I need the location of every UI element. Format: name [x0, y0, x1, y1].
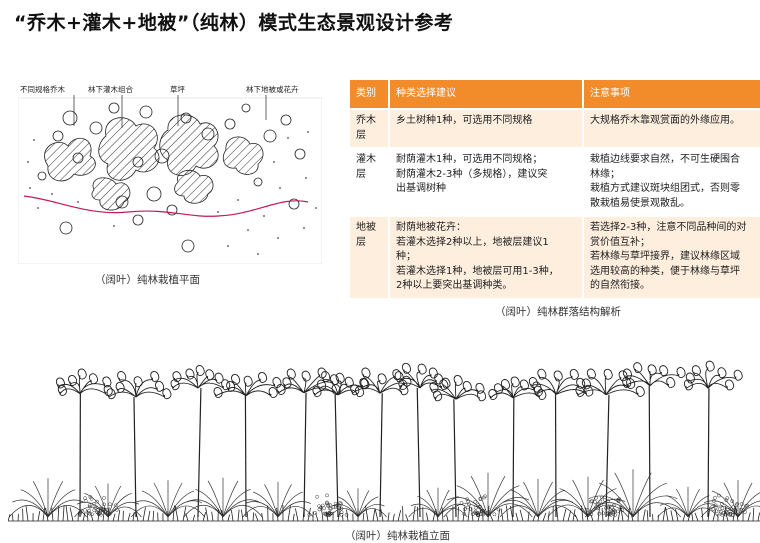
- planting-plan-diagram: 不同规格乔木 林下灌木组合 草坪 林下地被或花卉: [18, 78, 322, 264]
- tree-trunk: [380, 393, 382, 517]
- notes-text: 的自然衔接。: [590, 279, 760, 294]
- plan-caption: （阔叶）纯林栽植平面: [95, 272, 200, 287]
- tree-trunk: [417, 388, 420, 517]
- tree-trunk: [134, 397, 136, 517]
- tree-canopy: [576, 369, 644, 396]
- species-text: 耐荫灌木1种，可选用不同规格；: [396, 153, 576, 168]
- shrub: [75, 484, 142, 518]
- flower-dot: [325, 494, 328, 497]
- species-text: 种；: [396, 250, 576, 265]
- flower-dot: [725, 499, 728, 502]
- species-text: 若灌木选择1种，地被层可用1-3种，: [396, 265, 576, 280]
- notes-text: 大规格乔木靠观赏面的外缘应用。: [590, 114, 760, 129]
- tree-trunk: [454, 399, 456, 517]
- species-text: 乡土树种1种，可选用不同规格: [396, 114, 576, 129]
- notes-text: 林缘；: [590, 168, 760, 183]
- tree-canopy: [171, 366, 230, 390]
- header-category: 类别: [350, 80, 389, 109]
- tree-trunk: [245, 396, 246, 517]
- flower-dot: [108, 503, 111, 506]
- tree-trunk: [513, 398, 514, 517]
- notes-text: 若选择2-3种，注意不同品种间的对: [590, 221, 760, 236]
- flower-dot: [726, 497, 729, 500]
- planting-elevation-drawing: [8, 355, 760, 527]
- shrub: [184, 478, 262, 517]
- plan-label-shrubs: 林下灌木组合: [88, 84, 133, 94]
- flower-dot: [474, 500, 477, 503]
- notes-text: 若林缘与草坪接界，建议林缘区域: [590, 250, 760, 265]
- species-text: 出基调树种: [396, 182, 576, 197]
- flower-dot: [466, 506, 469, 509]
- layer-label: 灌木层: [350, 148, 389, 216]
- shrub: [243, 482, 314, 517]
- tree-trunk: [304, 393, 306, 517]
- notes-text: 栽植方式建议斑块组团式，否则零: [590, 182, 760, 197]
- species-text: 耐荫灌木2-3种（多规格），建议突: [396, 168, 576, 183]
- table-row: 灌木层 耐荫灌木1种，可选用不同规格； 耐荫灌木2-3种（多规格），建议突 出基…: [350, 148, 760, 216]
- plan-label-lawn: 草坪: [170, 84, 185, 94]
- elevation-caption: （阔叶）纯林栽植立面: [345, 528, 450, 543]
- header-species: 种类选择建议: [389, 80, 583, 109]
- flower-dot: [493, 513, 496, 516]
- tree-canopy: [684, 361, 742, 390]
- flower-dot: [713, 496, 716, 499]
- species-text: 若灌木选择2种以上，地被层建议1: [396, 236, 576, 251]
- tree-canopy: [313, 372, 368, 397]
- table-row: 地被层 耐荫地被花卉： 若灌木选择2种以上，地被层建议1 种； 若灌木选择1种，…: [350, 216, 760, 298]
- species-text: 耐荫地被花卉：: [396, 221, 576, 236]
- notes-text: 选用较高的种类，便于林缘与草坪: [590, 265, 760, 280]
- tree-trunk: [335, 395, 338, 517]
- flower-dot: [316, 495, 319, 498]
- tree-trunk: [606, 395, 609, 517]
- layer-label: 乔木层: [350, 109, 389, 148]
- tree-canopy: [623, 363, 686, 388]
- flower-dot: [589, 500, 592, 503]
- tree-canopy: [395, 363, 448, 389]
- tree-trunk: [649, 386, 650, 517]
- plan-label-trees: 不同规格乔木: [20, 84, 65, 94]
- tree-trunk: [708, 388, 709, 517]
- flower-dot: [103, 496, 106, 499]
- community-structure-table: 类别 种类选择建议 注意事项 乔木层 乡土树种1种，可选用不同规格 大规格乔木靠…: [350, 80, 760, 298]
- flower-dot: [322, 507, 325, 510]
- species-text: 2种以上要突出基调种类。: [396, 279, 576, 294]
- tree-canopy: [56, 369, 112, 395]
- notes-text: 赏价值互补；: [590, 236, 760, 251]
- table-row: 乔木层 乡土树种1种，可选用不同规格 大规格乔木靠观赏面的外缘应用。: [350, 109, 760, 148]
- tree-canopy: [107, 371, 171, 398]
- header-notes: 注意事项: [583, 80, 760, 109]
- layer-label: 地被层: [350, 216, 389, 298]
- notes-text: 散栽植易使景观散乱。: [590, 197, 760, 212]
- plan-label-groundcover: 林下地被或花卉: [246, 84, 299, 94]
- tree-canopy: [430, 375, 486, 400]
- shrub: [9, 478, 86, 517]
- tree-trunk: [198, 388, 201, 517]
- notes-text: 栽植边线要求自然，不可生硬围合: [590, 153, 760, 168]
- tree-canopy: [214, 372, 281, 397]
- page-title: “乔木+灌木+地被”（纯林）模式生态景观设计参考: [14, 8, 453, 35]
- table-caption: （阔叶）纯林群落结构解析: [495, 304, 621, 319]
- shrub: [701, 480, 760, 517]
